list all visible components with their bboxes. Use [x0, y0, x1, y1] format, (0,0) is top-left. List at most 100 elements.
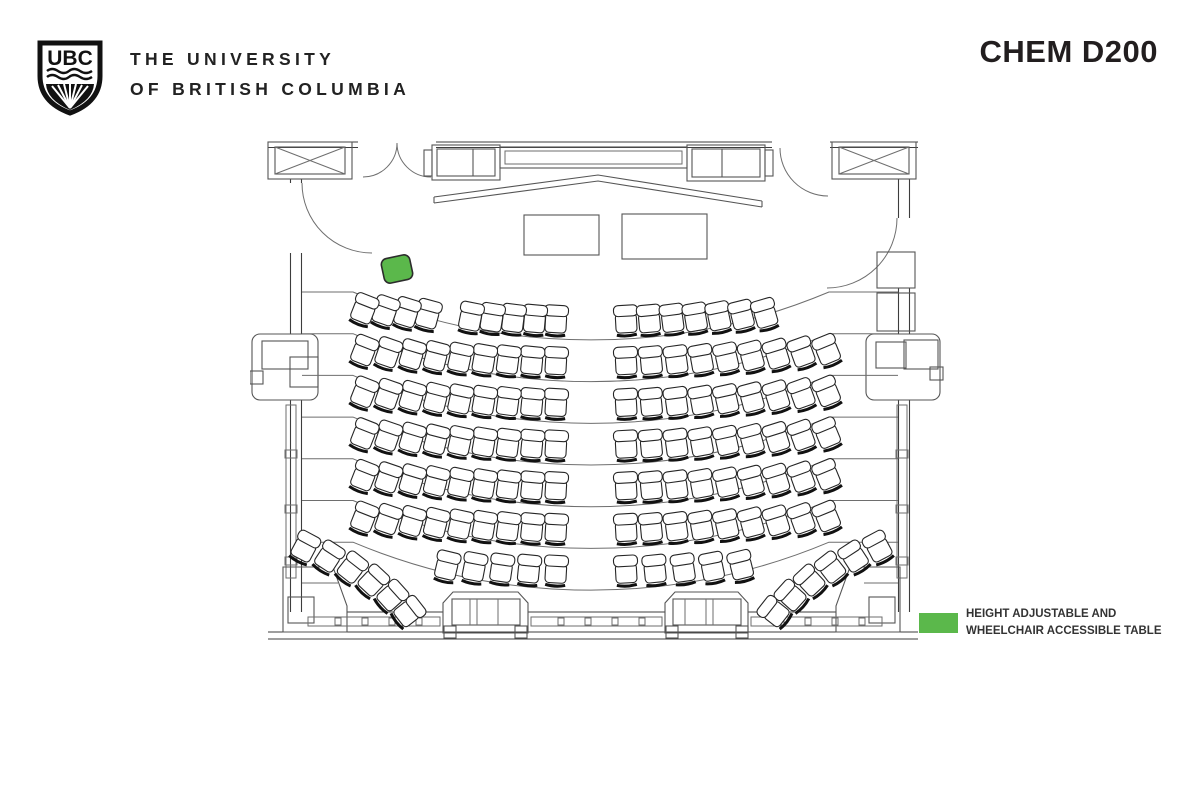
stair-treads-right — [876, 251, 916, 332]
seat — [348, 417, 380, 454]
seat — [756, 594, 794, 631]
seat — [372, 377, 404, 414]
alcove-right — [865, 333, 944, 401]
seat — [421, 423, 451, 459]
seat — [786, 377, 818, 414]
bench-strips — [307, 616, 883, 627]
seat — [612, 554, 639, 588]
seat — [837, 539, 872, 577]
vestibule-left — [442, 591, 529, 639]
seat — [495, 469, 522, 504]
seat — [348, 292, 380, 329]
seat — [811, 332, 843, 370]
seat — [687, 384, 715, 420]
seat — [687, 426, 715, 461]
seat — [446, 425, 475, 460]
ubc-rays-icon — [51, 83, 89, 109]
seat — [669, 552, 697, 587]
seat — [811, 416, 843, 453]
seat — [470, 426, 499, 461]
seat — [333, 550, 370, 588]
seat — [470, 509, 499, 545]
right-door-icon — [826, 217, 898, 289]
seat — [516, 553, 543, 588]
left-door-icon — [301, 182, 373, 254]
seat — [495, 344, 522, 379]
seat — [687, 468, 715, 503]
seat — [761, 462, 792, 499]
seat — [727, 298, 756, 334]
shaft-box-top-right — [831, 141, 917, 180]
seat — [662, 344, 689, 379]
seat — [421, 340, 451, 376]
seat — [697, 550, 726, 586]
seat — [637, 345, 664, 379]
seat — [811, 499, 843, 537]
seat — [495, 511, 522, 546]
seat — [761, 504, 792, 541]
seat — [446, 383, 475, 419]
seat — [662, 427, 689, 462]
seat — [662, 469, 689, 504]
seat — [543, 304, 570, 338]
seat — [811, 374, 843, 411]
seat — [612, 387, 639, 421]
whiteboard-bay — [423, 144, 774, 182]
seat — [446, 466, 475, 502]
seat — [520, 428, 546, 463]
seat — [637, 470, 664, 504]
seat — [433, 549, 462, 585]
accessible-table-marker — [380, 254, 414, 284]
seat — [543, 512, 570, 546]
seat — [348, 375, 380, 412]
seat — [479, 301, 507, 337]
legend-label: HEIGHT ADJUSTABLE AND WHEELCHAIR ACCESSI… — [966, 606, 1162, 640]
seat — [522, 303, 549, 338]
tier-line — [302, 541, 898, 591]
seat — [397, 421, 428, 458]
shaft-box-top-left — [267, 141, 353, 180]
seat — [421, 506, 451, 543]
seat — [397, 338, 428, 374]
seat — [288, 529, 322, 567]
seat — [612, 429, 639, 463]
seat — [446, 508, 475, 544]
seat — [488, 552, 516, 587]
seat — [736, 506, 766, 542]
seat — [786, 418, 818, 455]
seat — [736, 339, 766, 375]
wordmark-line2: OF BRITISH COLUMBIA — [130, 79, 411, 99]
seat — [348, 333, 380, 371]
seat — [372, 502, 404, 539]
vestibule-right — [664, 591, 749, 639]
seat — [389, 594, 427, 631]
demo-table-right — [621, 213, 708, 260]
university-wordmark: THE UNIVERSITY OF BRITISH COLUMBIA — [130, 44, 410, 104]
legend-label-line1: HEIGHT ADJUSTABLE AND — [966, 608, 1117, 620]
wordmark-line1: THE UNIVERSITY — [130, 49, 336, 69]
seat — [681, 301, 709, 336]
seat — [726, 548, 756, 584]
seat — [612, 512, 639, 546]
seat — [543, 429, 570, 463]
seat — [495, 386, 522, 420]
top-right-door-icon — [779, 147, 829, 197]
seat — [543, 471, 570, 505]
ubc-logo: UBC — [37, 40, 103, 116]
seat — [813, 550, 850, 588]
seat — [786, 460, 818, 497]
seat — [658, 302, 685, 337]
seat — [687, 342, 715, 378]
ubc-wave-icon — [46, 73, 93, 81]
seat — [311, 539, 346, 577]
seat — [397, 463, 428, 499]
seat — [761, 379, 792, 416]
seat — [662, 511, 689, 545]
seat — [736, 423, 766, 459]
seat — [612, 304, 639, 338]
seat — [637, 386, 664, 421]
seat — [421, 381, 451, 417]
seat — [711, 383, 741, 418]
seat — [687, 509, 715, 545]
seat — [761, 337, 792, 374]
